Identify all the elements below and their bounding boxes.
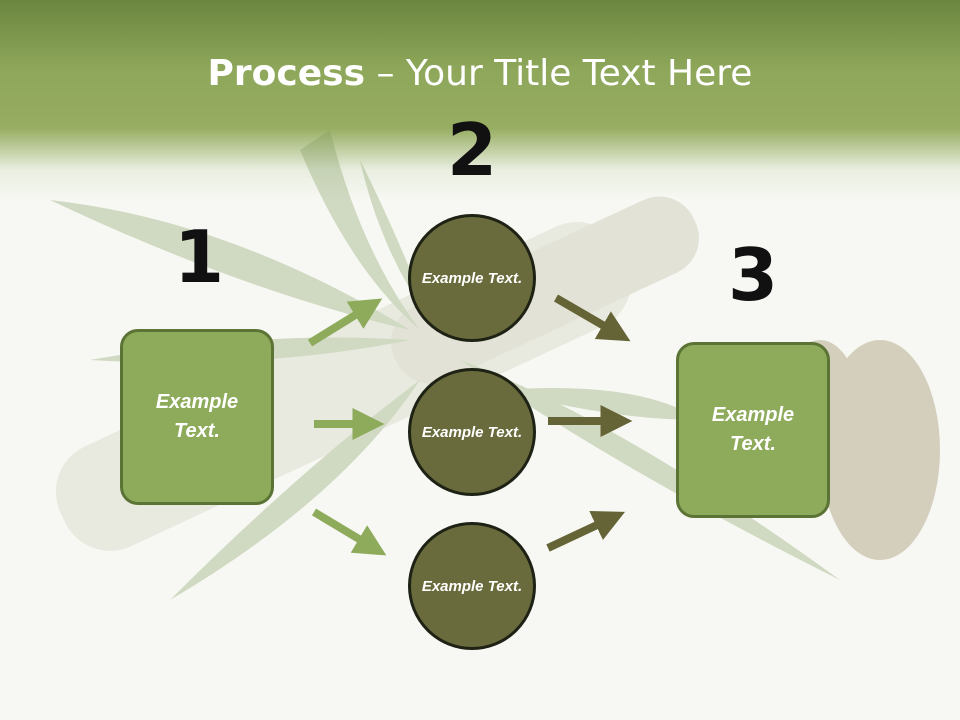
arrow-left-to-bottom: [311, 508, 387, 556]
bottom-circle-node: Example Text.: [408, 522, 536, 650]
title-rest: – Your Title Text Here: [365, 53, 753, 94]
step-number-1: 1: [173, 215, 225, 299]
arrow-top-to-right: [553, 294, 631, 342]
arrow-left-to-top: [307, 298, 383, 347]
right-process-box: Example Text.: [676, 342, 830, 518]
top-circle-node: Example Text.: [408, 214, 536, 342]
step-number-3: 3: [727, 233, 779, 317]
title-banner: [0, 0, 960, 200]
arrow-bottom-to-right: [546, 510, 626, 552]
page-title: Process – Your Title Text Here: [0, 52, 960, 96]
step-number-2: 2: [446, 108, 498, 192]
title-bold: Process: [207, 53, 366, 94]
left-process-box: Example Text.: [120, 329, 274, 505]
middle-circle-node: Example Text.: [408, 368, 536, 496]
